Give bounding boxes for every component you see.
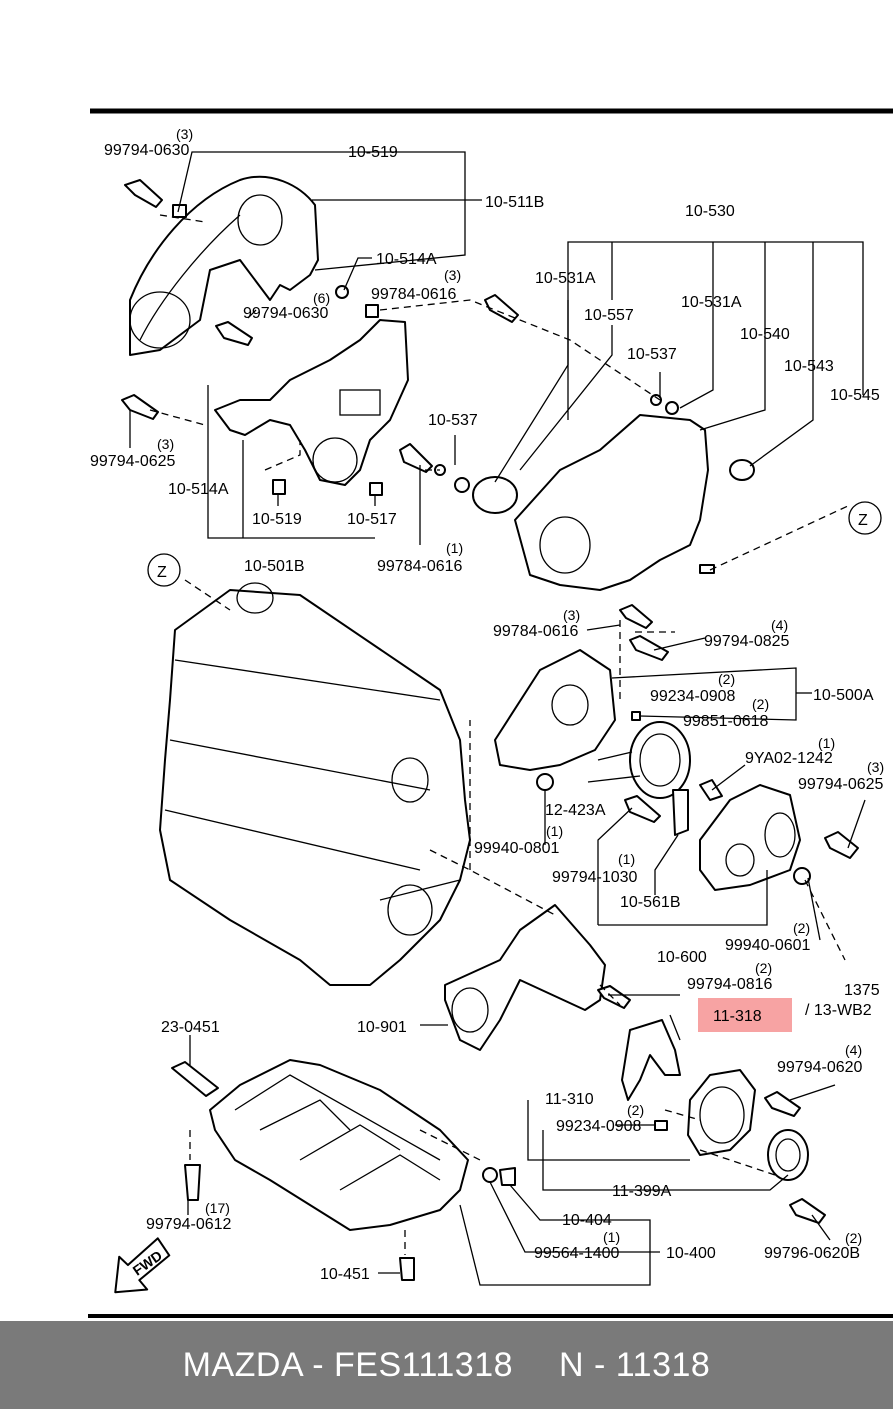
qty-label: (1)	[546, 823, 563, 839]
qty-label: (3)	[867, 759, 884, 775]
part-label: 99794-0625	[90, 453, 176, 470]
part-label-highlighted: 11-318	[713, 1008, 762, 1025]
upper-timing-cover	[129, 175, 319, 356]
part-label: 10-540	[740, 326, 790, 343]
qty-label: (2)	[627, 1102, 644, 1118]
part-label: 99784-0616	[377, 558, 463, 575]
part-label: 10-537	[428, 412, 478, 429]
part-label: 99794-0825	[704, 633, 790, 650]
part-label: 10-519	[348, 144, 398, 161]
part-label: 99794-0612	[146, 1216, 232, 1233]
part-label: 10-500A	[813, 687, 874, 704]
ref-letter-z: Z	[157, 564, 167, 581]
qty-label: (1)	[618, 851, 635, 867]
part-label: 10-514A	[376, 251, 437, 268]
part-label: 99784-0616	[371, 286, 457, 303]
qty-label: (3)	[563, 607, 580, 623]
part-label: 10-501B	[244, 558, 305, 575]
ref-circle-z-left	[147, 553, 181, 587]
qty-label: (17)	[205, 1200, 230, 1216]
qty-label: (2)	[845, 1230, 862, 1246]
part-label: 99940-0601	[725, 937, 811, 954]
part-label: 10-901	[357, 1019, 407, 1036]
parts-diagram: FWD	[88, 108, 893, 1318]
qty-label: (1)	[818, 735, 835, 751]
footer-diagram-number: N - 11318	[559, 1345, 711, 1384]
part-label: 10-531A	[681, 294, 742, 311]
part-label: 10-557	[584, 307, 634, 324]
qty-label: (2)	[755, 960, 772, 976]
part-label: 10-514A	[168, 481, 229, 498]
part-label: 99940-0801	[474, 840, 560, 857]
qty-label: (6)	[313, 290, 330, 306]
part-label: 99794-0630	[104, 142, 190, 159]
part-label: 1375	[844, 982, 880, 999]
part-label: 10-530	[685, 203, 735, 220]
part-label: 11-399A	[612, 1183, 672, 1200]
ref-circle-z-right	[848, 501, 882, 535]
part-label: 99794-0625	[798, 776, 884, 793]
part-label: 10-531A	[535, 270, 596, 287]
qty-label: (1)	[603, 1229, 620, 1245]
qty-label: (2)	[793, 920, 810, 936]
part-label: 99794-0620	[777, 1059, 863, 1076]
part-label: 99794-0630	[243, 305, 329, 322]
part-label: 10-400	[666, 1245, 716, 1262]
part-label: 10-451	[320, 1266, 370, 1283]
leader-lines	[129, 151, 866, 1286]
qty-label: (2)	[752, 696, 769, 712]
part-label: 99796-0620B	[764, 1245, 860, 1262]
part-label: 10-545	[830, 387, 880, 404]
part-label: 10-404	[562, 1212, 612, 1229]
part-label: 10-517	[347, 511, 397, 528]
part-label: 99794-1030	[552, 869, 638, 886]
part-label: 11-310	[545, 1091, 594, 1108]
part-label: 99564-1400	[534, 1245, 620, 1262]
qty-label: (4)	[845, 1042, 862, 1058]
part-label: 10-600	[657, 949, 707, 966]
qty-label: (4)	[771, 617, 788, 633]
oil-pan	[171, 1059, 516, 1281]
assembly-dash-lines	[149, 214, 851, 1255]
part-label: 23-0451	[161, 1019, 220, 1036]
balancer-housing	[624, 784, 859, 891]
part-label: 10-511B	[485, 194, 544, 211]
part-label: 12-423A	[545, 802, 606, 819]
part-label: 10-519	[252, 511, 302, 528]
part-label: 99851-0618	[683, 713, 769, 730]
rear-seal-housing	[621, 1019, 826, 1224]
part-label: 99794-0816	[687, 976, 773, 993]
ref-letter-z: Z	[858, 512, 868, 529]
crank-sprocket	[629, 721, 723, 801]
part-label: / 13-WB2	[805, 1002, 872, 1019]
highlight-11-318	[698, 998, 792, 1032]
oil-pump	[494, 604, 669, 791]
part-label: 10-561B	[620, 894, 681, 911]
part-labels: (3) 99794-0630 10-519 10-511B 10-530 10-…	[90, 126, 884, 1283]
qty-label: (3)	[176, 126, 193, 142]
qty-label: (3)	[157, 436, 174, 452]
bolts-top-left	[121, 179, 519, 496]
middle-timing-cover	[214, 319, 409, 486]
part-label: 9YA02-1242	[745, 750, 833, 767]
part-label: 10-537	[627, 346, 677, 363]
lower-timing-cover	[434, 394, 755, 591]
part-label: 99234-0908	[556, 1118, 642, 1135]
fwd-arrow-icon: FWD	[114, 1237, 171, 1294]
qty-label: (2)	[718, 671, 735, 687]
engine-block	[159, 582, 471, 986]
qty-label: (3)	[444, 267, 461, 283]
qty-label: (1)	[446, 540, 463, 556]
footer-bar: MAZDA - FES111318 N - 11318	[0, 1321, 893, 1409]
part-label: 99234-0908	[650, 688, 736, 705]
rear-plate-gasket	[444, 904, 631, 1051]
part-label: 99784-0616	[493, 623, 579, 640]
part-label: 10-543	[784, 358, 834, 375]
footer-brand-part-number: MAZDA - FES111318	[182, 1345, 514, 1384]
